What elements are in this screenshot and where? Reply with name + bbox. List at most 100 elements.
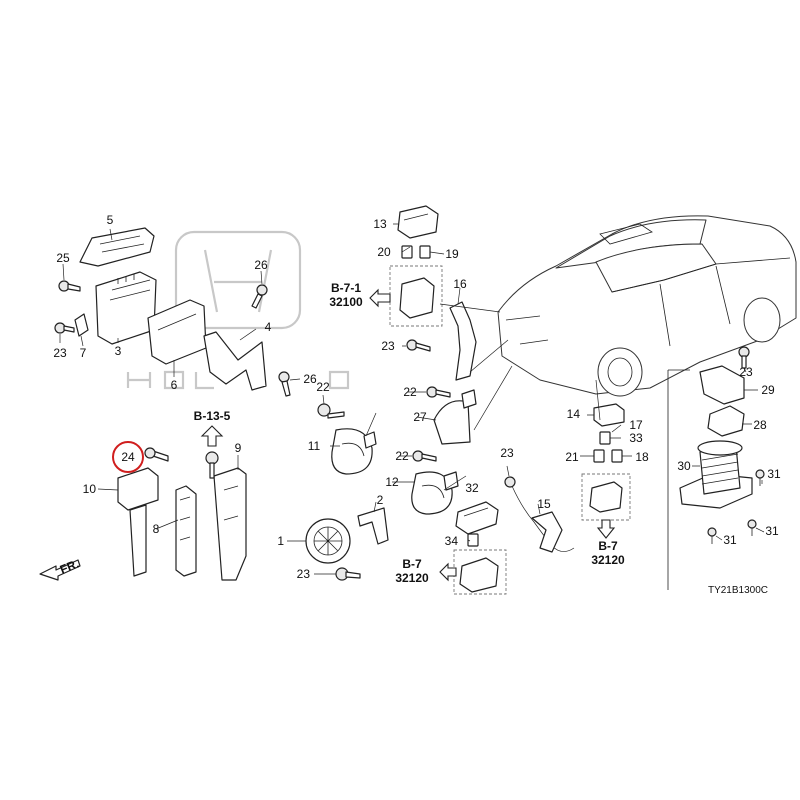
part-34-relay[interactable] [467, 533, 479, 547]
bolt-b-13-5[interactable] [205, 451, 219, 479]
part-27-horn[interactable] [433, 389, 477, 445]
ref-code-32120-right[interactable]: 32120 [591, 553, 625, 567]
ref-code-32120-center[interactable]: 32120 [395, 571, 429, 585]
part-b-7-1-relay-box[interactable] [389, 265, 443, 327]
callout-33[interactable]: 33 [629, 431, 643, 445]
callout-34[interactable]: 34 [445, 534, 459, 548]
screw-31-c[interactable] [707, 527, 717, 544]
callout-32[interactable]: 32 [465, 481, 479, 495]
ref-label-b-7-right[interactable]: B-7 [598, 539, 618, 553]
callout-18[interactable]: 18 [635, 450, 649, 464]
callout-20[interactable]: 20 [377, 245, 391, 259]
part-1-horn-speaker[interactable] [305, 518, 351, 564]
callout-30[interactable]: 30 [677, 459, 691, 473]
part-19-relay[interactable] [419, 245, 431, 259]
callout-22[interactable]: 22 [395, 449, 409, 463]
part-6-control-module[interactable] [147, 299, 207, 365]
callout-31[interactable]: 31 [767, 467, 781, 481]
bolt-26-lower[interactable] [278, 371, 291, 397]
ref-label-b-7-1[interactable]: B-7-1 [331, 281, 361, 295]
callout-23[interactable]: 23 [500, 446, 514, 460]
callout-22[interactable]: 22 [403, 385, 417, 399]
callout-7[interactable]: 7 [80, 346, 87, 360]
screw-31-b[interactable] [747, 519, 757, 536]
part-33-relay[interactable] [599, 431, 611, 445]
callout-31[interactable]: 31 [765, 524, 779, 538]
callout-3[interactable]: 3 [115, 344, 122, 358]
callout-8[interactable]: 8 [153, 522, 160, 536]
callout-27[interactable]: 27 [413, 410, 427, 424]
part-4-bracket[interactable] [203, 331, 267, 391]
part-2-bracket[interactable] [357, 507, 389, 545]
part-15-harness[interactable] [504, 476, 575, 553]
part-32-module[interactable] [455, 501, 499, 535]
part-11-horn[interactable] [331, 428, 377, 475]
ref-arrow-b-7-center[interactable] [439, 562, 457, 582]
part-7-clip[interactable] [74, 313, 89, 337]
part-9-bracket[interactable] [213, 467, 247, 581]
callout-31[interactable]: 31 [723, 533, 737, 547]
callout-23[interactable]: 23 [381, 339, 395, 353]
callout-11[interactable]: 11 [308, 439, 321, 453]
callout-15[interactable]: 15 [537, 497, 551, 511]
bolt-26-upper[interactable] [251, 284, 268, 309]
callout-14[interactable]: 14 [567, 407, 581, 421]
part-b-7-relay-box-center[interactable] [453, 549, 507, 595]
callout-6[interactable]: 6 [171, 378, 178, 392]
ref-code-32100[interactable]: 32100 [329, 295, 363, 309]
callout-22[interactable]: 22 [316, 380, 330, 394]
bolt-22-mid[interactable] [317, 403, 345, 419]
ref-label-b-13-5[interactable]: B-13-5 [194, 409, 231, 423]
callout-29[interactable]: 29 [761, 383, 775, 397]
ref-arrow-b-7-right[interactable] [596, 519, 616, 539]
callout-24[interactable]: 24 [121, 450, 135, 464]
callout-1[interactable]: 1 [277, 534, 284, 548]
callout-5[interactable]: 5 [107, 213, 114, 227]
part-29-bracket[interactable] [699, 365, 745, 405]
part-18-relay[interactable] [611, 449, 623, 463]
leader-lines [59, 223, 765, 575]
screw-31-a[interactable] [755, 469, 765, 486]
callout-23[interactable]: 23 [53, 346, 67, 360]
callout-16[interactable]: 16 [453, 277, 467, 291]
callout-25[interactable]: 25 [56, 251, 70, 265]
ref-arrow-b-7-1[interactable] [369, 288, 391, 308]
callout-10[interactable]: 10 [83, 482, 97, 496]
callout-12[interactable]: 12 [385, 475, 399, 489]
bolt-23-center[interactable] [406, 339, 431, 352]
bolt-23-lower[interactable] [335, 567, 361, 581]
bolt-24[interactable] [144, 447, 169, 462]
part-21-relay[interactable] [593, 449, 605, 463]
part-10-sensor[interactable] [117, 467, 159, 577]
callout-17[interactable]: 17 [629, 418, 643, 432]
bolt-22-lower[interactable] [412, 450, 437, 462]
part-14-relay[interactable] [593, 403, 625, 427]
part-28-relay[interactable] [707, 405, 745, 437]
ref-arrow-b-13-5[interactable] [200, 425, 224, 447]
callout-13[interactable]: 13 [373, 217, 387, 231]
callout-26[interactable]: 26 [303, 372, 317, 386]
part-16-bracket[interactable] [449, 301, 477, 381]
part-20-relay[interactable] [401, 245, 413, 259]
callout-28[interactable]: 28 [753, 418, 767, 432]
bolt-23-right[interactable] [738, 346, 750, 369]
ref-label-b-7-center[interactable]: B-7 [402, 557, 422, 571]
callout-2[interactable]: 2 [377, 493, 384, 507]
callout-23[interactable]: 23 [297, 567, 311, 581]
bolt-25[interactable] [58, 280, 81, 292]
part-b-7-relay-box-right[interactable] [581, 473, 631, 521]
callout-19[interactable]: 19 [445, 247, 459, 261]
part-13-relay[interactable] [397, 205, 439, 239]
part-3-control-unit[interactable] [95, 271, 157, 345]
bolt-22-upper[interactable] [426, 386, 451, 398]
callout-21[interactable]: 21 [565, 450, 579, 464]
part-8-bracket[interactable] [175, 485, 197, 577]
callout-4[interactable]: 4 [265, 320, 272, 334]
callout-23[interactable]: 23 [739, 365, 753, 379]
part-12-horn[interactable] [411, 471, 459, 515]
bolt-23-left[interactable] [54, 322, 75, 334]
part-30-unit[interactable] [679, 440, 753, 509]
part-5-cover[interactable] [79, 227, 155, 267]
callout-9[interactable]: 9 [235, 441, 242, 455]
callout-26[interactable]: 26 [254, 258, 268, 272]
